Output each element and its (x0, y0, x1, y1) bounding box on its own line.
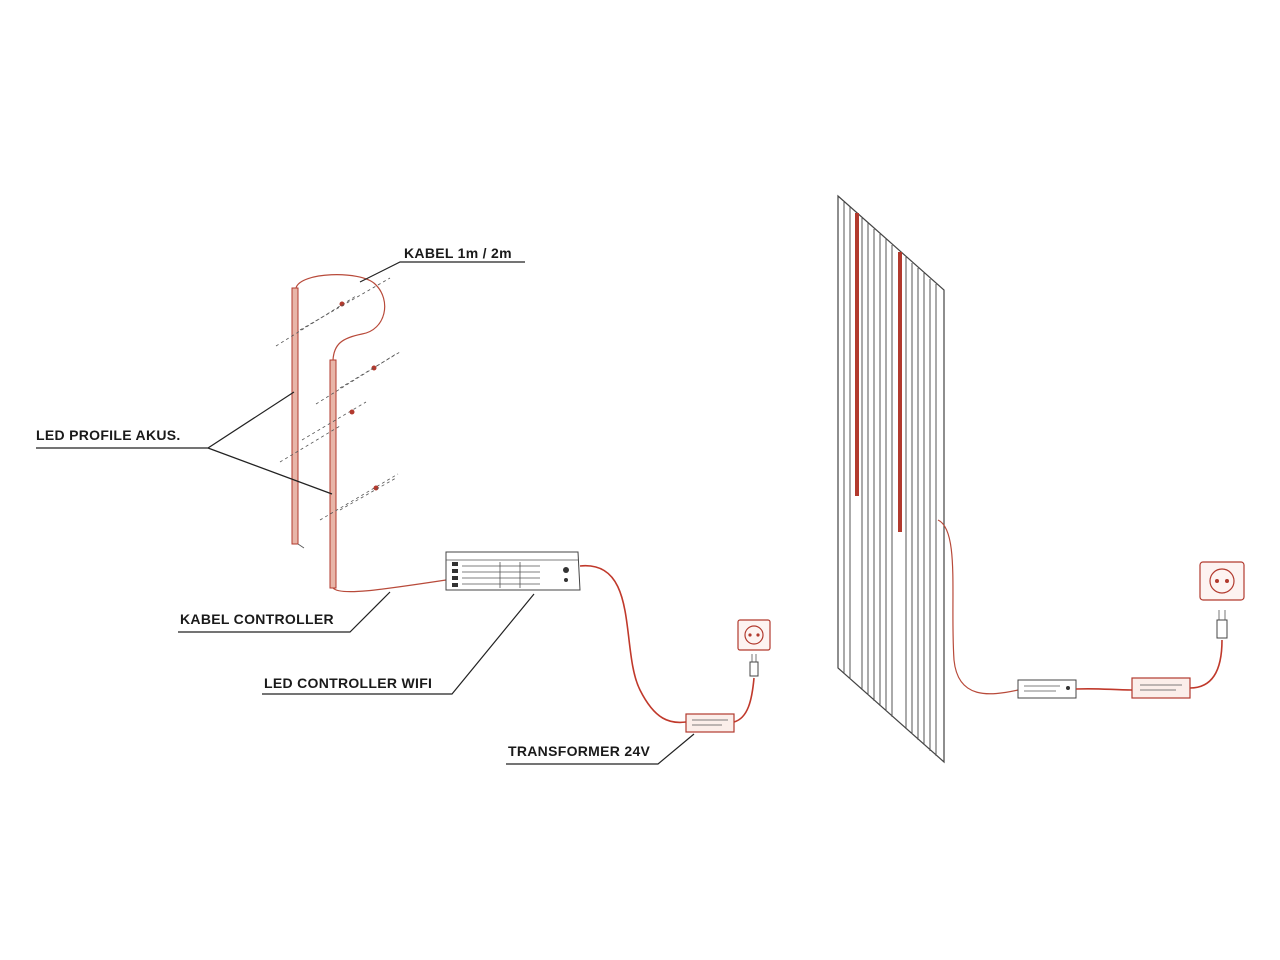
kabel-controller-wire (332, 579, 447, 593)
right-wall-socket-icon (1199, 561, 1245, 601)
right-transformer-plug-wire (1189, 639, 1223, 689)
transformer-box (685, 713, 735, 733)
label-led-controller-text: LED CONTROLLER WIFI (264, 675, 432, 691)
wall-socket-icon (737, 619, 771, 651)
right-power-plug-icon (1216, 610, 1228, 639)
power-plug-icon (749, 654, 759, 677)
led-profile-right (329, 359, 337, 589)
right-controller-transformer-wire (1075, 687, 1133, 691)
label-kabel-length-text: KABEL 1m / 2m (404, 245, 512, 261)
transformer-plug-wire (733, 677, 755, 723)
kabel-loop (295, 274, 386, 361)
label-led-controller: LED CONTROLLER WIFI (262, 593, 535, 695)
label-led-profile: LED PROFILE AKUS. (36, 391, 333, 495)
acoustic-panel (837, 194, 945, 764)
label-transformer-text: TRANSFORMER 24V (508, 743, 651, 759)
right-led-controller (1017, 679, 1077, 699)
controller-transformer-wire (579, 565, 687, 724)
label-kabel-controller: KABEL CONTROLLER (178, 591, 391, 633)
led-profile-left (291, 287, 305, 549)
left-installation: KABEL 1m / 2m LED PROFILE AKUS. KABEL CO… (36, 245, 771, 765)
led-controller-box (445, 551, 581, 591)
label-kabel-length: KABEL 1m / 2m (359, 245, 525, 283)
right-transformer (1131, 677, 1191, 699)
label-led-profile-text: LED PROFILE AKUS. (36, 427, 181, 443)
label-transformer: TRANSFORMER 24V (506, 733, 695, 765)
label-kabel-controller-text: KABEL CONTROLLER (180, 611, 334, 627)
right-installation (837, 194, 1245, 764)
panel-controller-wire (937, 519, 1019, 695)
mounting-screws (275, 277, 401, 521)
